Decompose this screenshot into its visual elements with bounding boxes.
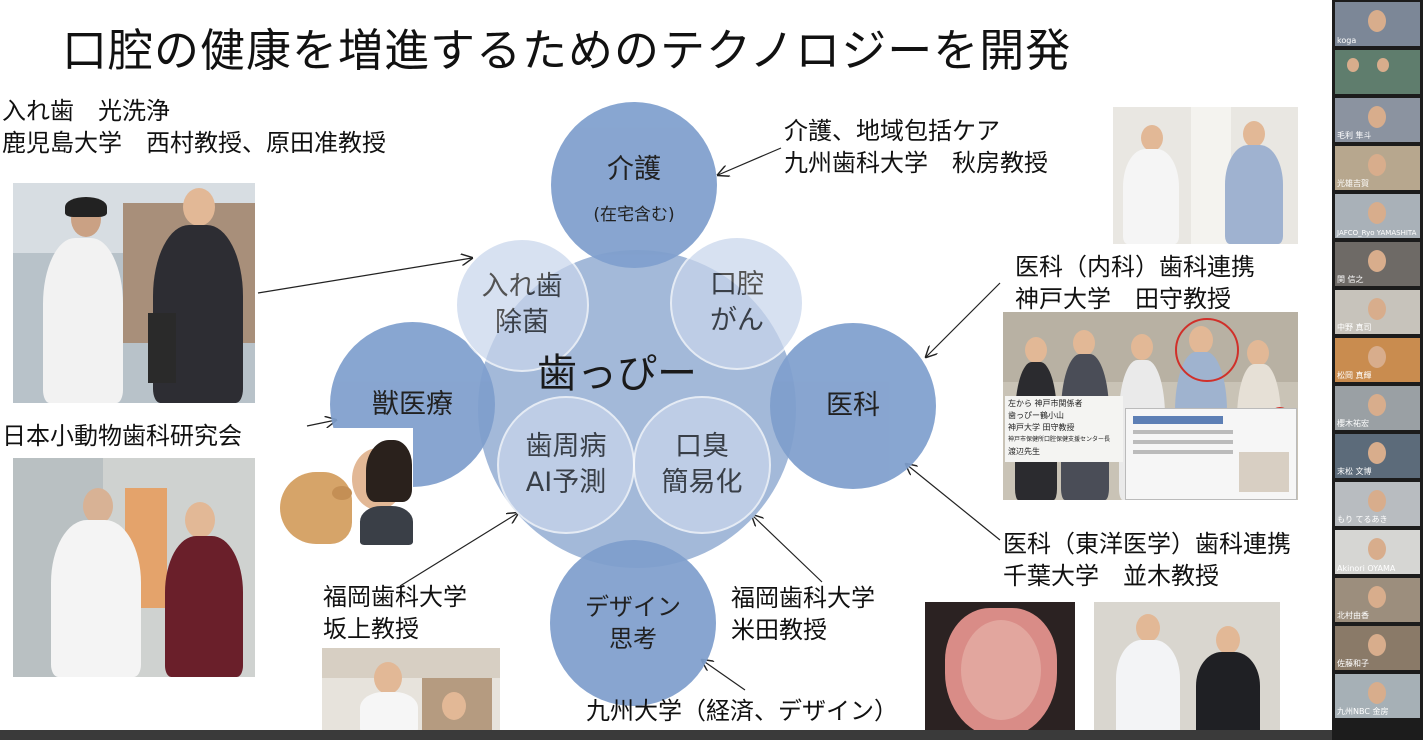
circle-koukuu-line2: がん: [710, 305, 764, 336]
circle-shishubyo: 歯周病 AI予測: [497, 396, 635, 534]
circle-kaigo-label: 介護: [607, 153, 661, 185]
circle-koushu-line2: 簡易化: [661, 467, 743, 498]
participant-name: 末松 文博: [1337, 467, 1372, 476]
participant-name: 松岡 真輝: [1337, 371, 1372, 380]
photo-caption-3: 神戸大学 田守教授: [1008, 423, 1075, 432]
circle-ireba: 入れ歯 除菌: [455, 238, 589, 372]
label-ireba-2: 鹿児島大学 西村教授、原田准教授: [2, 129, 386, 157]
participant-tile[interactable]: Akinori OYAMA: [1335, 530, 1420, 574]
participant-tile[interactable]: 櫻木祐宏: [1335, 386, 1420, 430]
participant-tile[interactable]: 松岡 真輝: [1335, 338, 1420, 382]
photo-fukuoka: [322, 648, 500, 730]
circle-ika: 医科: [770, 323, 936, 489]
connector-arrows: [257, 147, 1001, 691]
participant-name: 関 信之: [1337, 275, 1364, 284]
participant-name: 北村由香: [1337, 611, 1369, 620]
participant-tile[interactable]: もり てるあき: [1335, 482, 1420, 526]
participant-tile[interactable]: koga: [1335, 2, 1420, 46]
participant-tile[interactable]: JAFCO_Ryo YAMASHITA: [1335, 194, 1420, 238]
participant-name: 中野 真司: [1337, 323, 1372, 332]
slide-bottom-bar: [0, 730, 1332, 740]
participant-name: Akinori OYAMA: [1337, 564, 1396, 573]
circle-shishubyo-line2: AI予測: [525, 467, 607, 498]
center-label: 歯っぴー: [537, 351, 697, 397]
label-kaigo-2: 九州歯科大学 秋房教授: [784, 149, 1048, 177]
circle-kaigo-sub: (在宅含む): [593, 204, 675, 225]
participant-tile[interactable]: 毛利 隼斗: [1335, 98, 1420, 142]
photo-dog: [280, 428, 413, 545]
photo-small-animal: [13, 458, 255, 677]
label-fukuoka-sakaue-1: 福岡歯科大学: [323, 583, 467, 611]
photo-caption-4: 神戸市保健所口腔保健支援センター長: [1008, 436, 1111, 443]
participant-tile[interactable]: 末松 文博: [1335, 434, 1420, 478]
slide-title: 口腔の健康を増進するためのテクノロジーを開発: [62, 24, 1072, 77]
circle-kaigo: 介護 (在宅含む): [551, 102, 717, 268]
circle-koukuu: 口腔 がん: [670, 236, 804, 370]
circle-koukuu-line1: 口腔: [710, 269, 764, 300]
participant-name: 光雄吉賀: [1337, 179, 1369, 188]
label-fukuoka-yoneda-1: 福岡歯科大学: [731, 584, 875, 612]
participant-name: もり てるあき: [1337, 515, 1388, 524]
photo-caption-2: 歯っぴー鶴小山: [1008, 411, 1064, 420]
participant-name: 九州NBC 金房: [1337, 707, 1389, 716]
label-fukuoka-yoneda-2: 米田教授: [731, 616, 827, 644]
circle-ireba-line1: 入れ歯: [481, 271, 563, 302]
photo-caption-1: 左から 神戸市関係者: [1008, 399, 1083, 408]
photo-kobe: 左から 神戸市関係者 歯っぴー鶴小山 神戸大学 田守教授 神戸市保健所口腔保健支…: [1003, 312, 1298, 500]
participant-name: 毛利 隼斗: [1337, 131, 1372, 140]
participant-name: 佐藤和子: [1337, 659, 1369, 668]
circle-shishubyo-line1: 歯周病: [525, 431, 607, 462]
label-toyo-2: 千葉大学 並木教授: [1003, 562, 1219, 590]
participant-tile[interactable]: 中野 真司: [1335, 290, 1420, 334]
circle-design: デザイン 思考: [550, 540, 716, 706]
participant-tile[interactable]: 北村由香: [1335, 578, 1420, 622]
participant-name: koga: [1337, 36, 1357, 45]
circle-design-line1: デザイン: [585, 593, 681, 621]
participant-tile[interactable]: 光雄吉賀: [1335, 146, 1420, 190]
photo-caption-5: 渡辺先生: [1008, 447, 1040, 456]
photo-chiba: [1094, 602, 1280, 737]
circle-koushu: 口臭 簡易化: [633, 396, 771, 534]
presentation-slide: 口腔の健康を増進するためのテクノロジーを開発 介護 (在宅含む) 獣医療 医科 …: [0, 24, 1332, 740]
participant-sidebar: koga 毛利 隼斗 光雄吉賀 JAFCO_Ryo YAMASHITA 関 信之…: [1332, 0, 1423, 740]
participant-tile[interactable]: 九州NBC 金房: [1335, 674, 1420, 718]
participant-tile[interactable]: 佐藤和子: [1335, 626, 1420, 670]
circle-ika-label: 医科: [826, 390, 880, 421]
label-ika-naika-2: 神戸大学 田守教授: [1015, 285, 1231, 313]
participant-name: JAFCO_Ryo YAMASHITA: [1337, 229, 1417, 237]
label-juiryo: 日本小動物歯科研究会: [2, 422, 242, 450]
circle-design-line2: 思考: [609, 625, 657, 653]
participant-tile[interactable]: 関 信之: [1335, 242, 1420, 286]
photo-tongue: [925, 602, 1075, 737]
label-fukuoka-sakaue-2: 坂上教授: [323, 615, 419, 643]
circle-koushu-line1: 口臭: [675, 431, 729, 462]
label-ika-naika-1: 医科（内科）歯科連携: [1015, 253, 1255, 281]
label-kyushu-1: 九州大学（経済、デザイン）: [586, 697, 898, 725]
participant-name: 櫻木祐宏: [1337, 419, 1369, 428]
circle-ireba-line2: 除菌: [495, 307, 549, 338]
label-toyo-1: 医科（東洋医学）歯科連携: [1003, 530, 1291, 558]
participant-tile[interactable]: [1335, 50, 1420, 94]
circle-juiryo-label: 獣医療: [372, 388, 453, 420]
label-ireba-1: 入れ歯 光洗浄: [2, 97, 170, 125]
photo-kyushu-dental: [1113, 107, 1298, 244]
photo-kagoshima: [13, 183, 255, 403]
label-kaigo-1: 介護、地域包括ケア: [784, 117, 1000, 145]
